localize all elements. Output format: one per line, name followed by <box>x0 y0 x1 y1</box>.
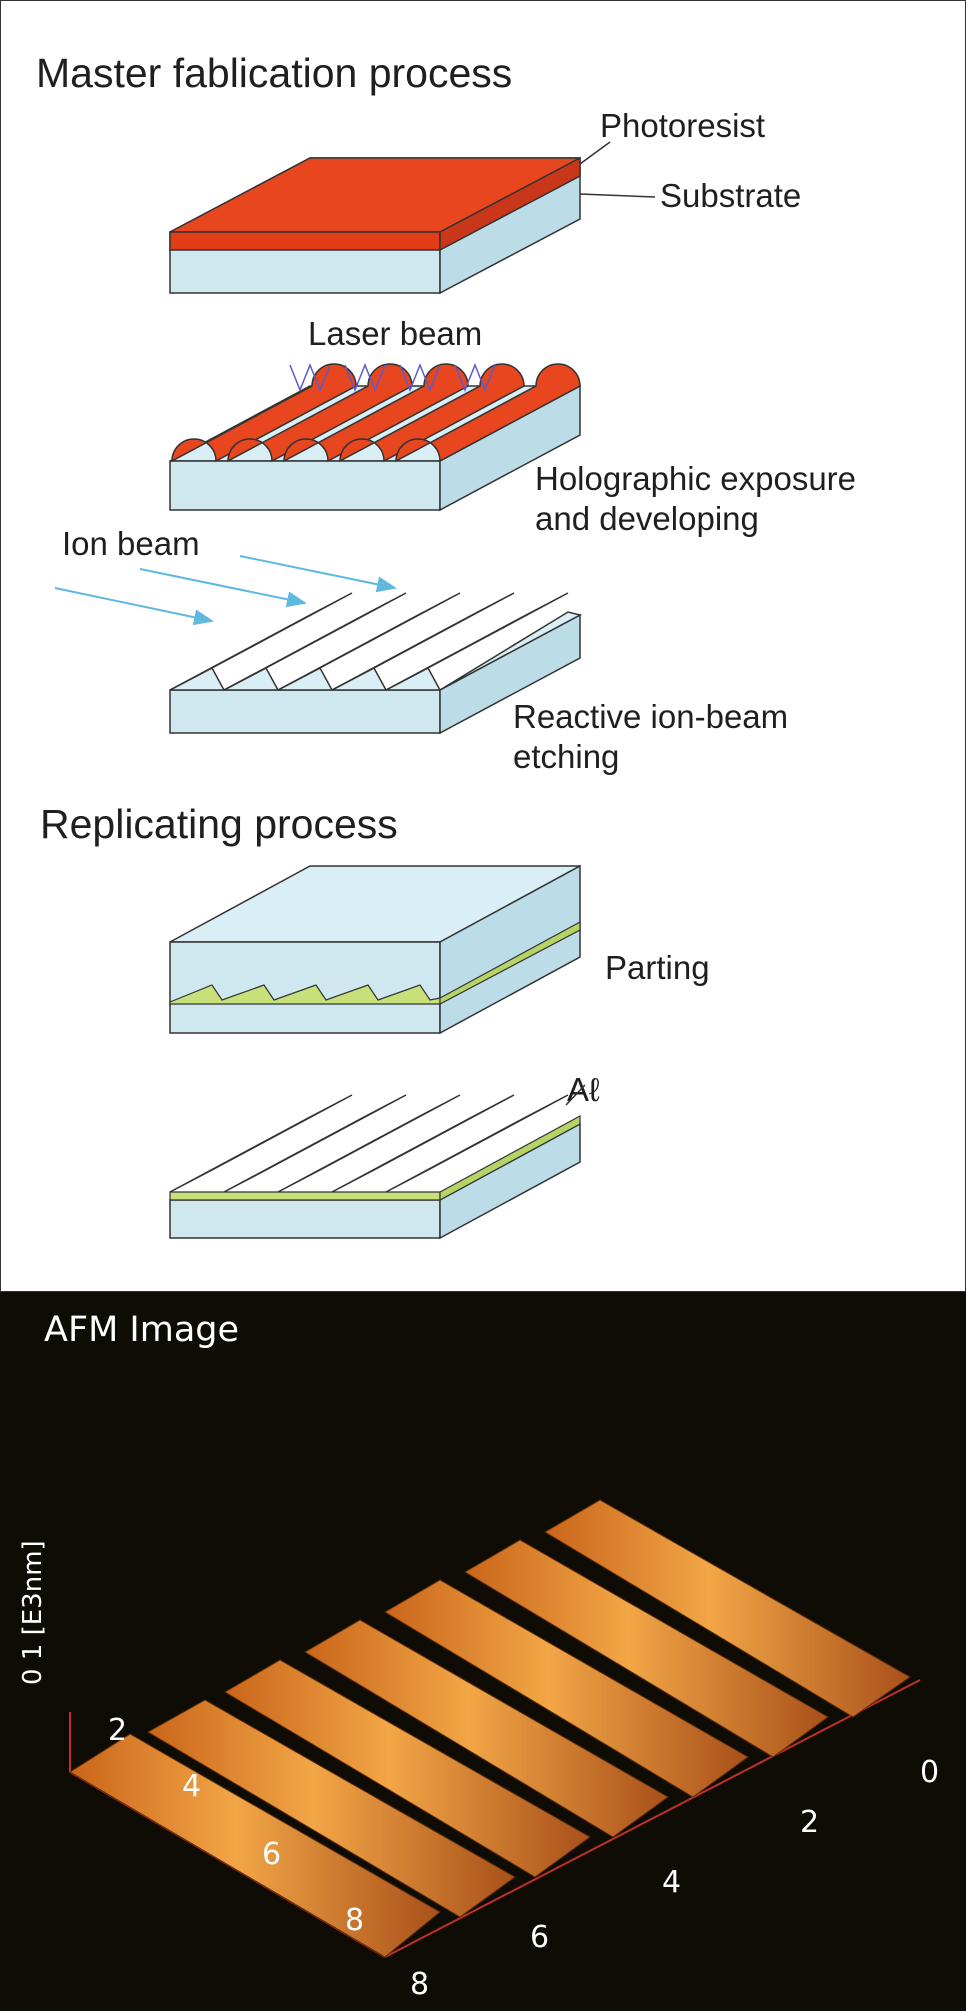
holographic-label-line1: Holographic exposure <box>535 460 857 497</box>
substrate-label: Substrate <box>660 177 802 214</box>
afm-left-tick-6: 6 <box>262 1837 282 1872</box>
process-illustrations <box>54 141 656 1240</box>
stage-ion-beam-etching <box>54 555 583 735</box>
afm-left-tick-8: 8 <box>345 1903 365 1938</box>
stage-holographic-exposure <box>169 362 581 512</box>
holographic-label-line2: and developing <box>535 500 759 537</box>
afm-ridges <box>69 1499 911 1958</box>
photoresist-label: Photoresist <box>600 107 766 144</box>
aluminum-label: Aℓ <box>567 1071 600 1108</box>
stage-photoresist-coated-substrate <box>169 141 656 295</box>
afm-left-tick-2: 2 <box>108 1713 128 1748</box>
laser-beam-label: Laser beam <box>308 315 483 352</box>
stage-parting <box>169 864 581 1035</box>
afm-title: AFM Image <box>44 1310 240 1350</box>
afm-left-tick-4: 4 <box>182 1769 202 1804</box>
afm-right-tick-8: 8 <box>410 1967 430 2002</box>
afm-right-tick-4: 4 <box>662 1865 682 1900</box>
master-process-title: Master fablication process <box>36 50 513 96</box>
afm-right-tick-2: 2 <box>800 1805 820 1840</box>
reactive-label-line2: etching <box>513 738 620 775</box>
afm-right-tick-6: 6 <box>530 1920 550 1955</box>
afm-z-axis-label: 0 1 [E3nm] <box>18 1540 48 1685</box>
replicating-process-title: Replicating process <box>40 801 398 847</box>
parting-label: Parting <box>605 949 710 986</box>
afm-right-tick-0: 0 <box>920 1755 940 1790</box>
reactive-label-line1: Reactive ion-beam <box>513 698 789 735</box>
ion-beam-label: Ion beam <box>62 525 200 562</box>
afm-surface-plot <box>69 1499 921 1958</box>
stage-aluminum-coating <box>169 1084 586 1240</box>
